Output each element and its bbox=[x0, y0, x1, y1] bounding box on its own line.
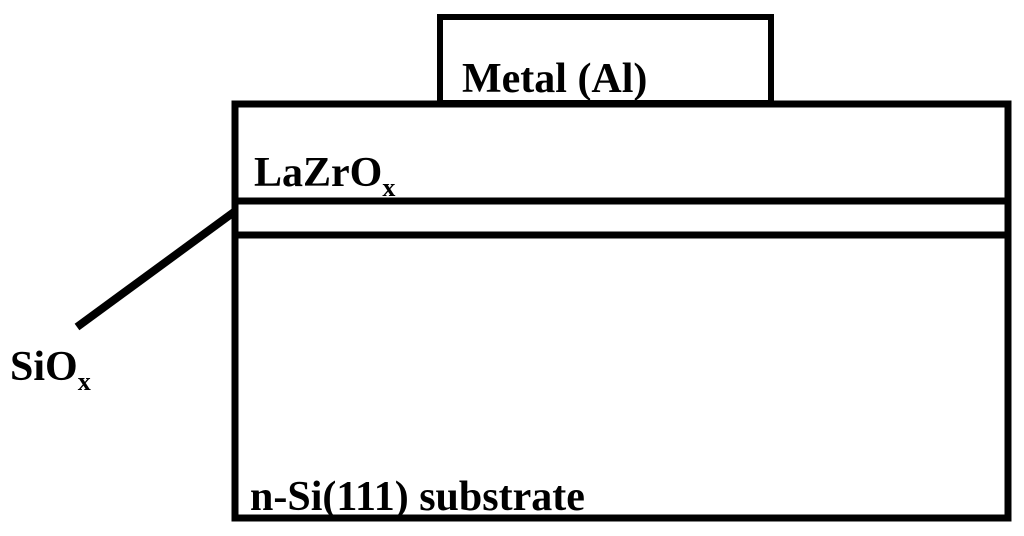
metal-al-label: Metal (Al) bbox=[462, 56, 648, 102]
substrate-label: n-Si(111) substrate bbox=[250, 474, 585, 520]
lazrox-label: LaZrOx bbox=[254, 150, 395, 201]
device-stack-outline bbox=[231, 100, 1012, 522]
siox-leader-line bbox=[74, 208, 237, 331]
lazrox-label-main: LaZrO bbox=[254, 150, 383, 196]
siox-label-subscript: x bbox=[77, 367, 91, 396]
siox-label-main: SiO bbox=[10, 344, 78, 390]
lazrox-label-subscript: x bbox=[382, 173, 396, 202]
siox-label: SiOx bbox=[10, 344, 91, 395]
